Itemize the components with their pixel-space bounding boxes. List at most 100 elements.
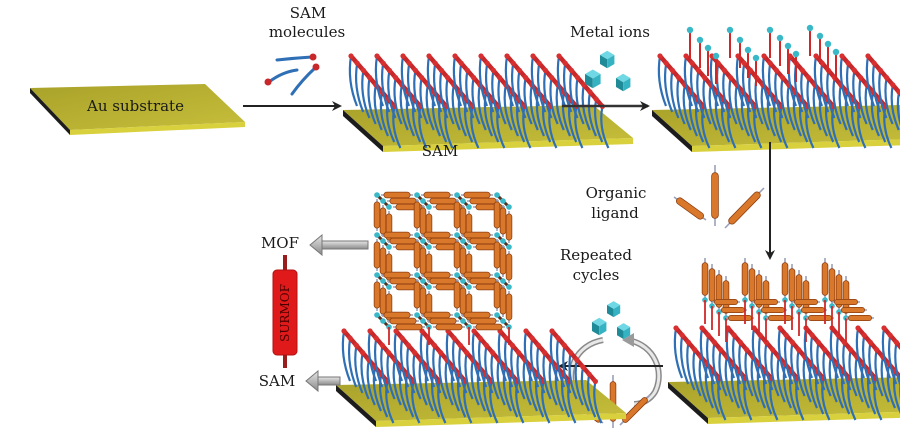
sam-chain <box>676 77 686 125</box>
sam-head <box>657 53 663 59</box>
sam-chain <box>779 106 789 149</box>
sam-chain <box>568 352 578 400</box>
sam-head <box>503 335 509 341</box>
sam-chain <box>864 84 874 131</box>
sam-chain <box>515 381 525 424</box>
sam-chain <box>692 349 702 397</box>
sam-chain <box>497 77 507 125</box>
sam-head <box>509 342 515 348</box>
substrate-front <box>376 413 626 427</box>
sam-row <box>393 328 447 424</box>
metal-ion-cube <box>600 50 615 69</box>
sam-head <box>777 325 783 331</box>
mof-metal-node <box>420 278 426 284</box>
mof-metal-node <box>420 238 426 244</box>
sam-head <box>822 347 828 353</box>
sam-row <box>549 328 603 424</box>
sam-chain <box>587 91 598 137</box>
sam-head <box>478 53 484 59</box>
sam-chain <box>536 63 547 113</box>
sam-chain <box>844 91 855 137</box>
sam-chain <box>489 98 500 143</box>
sam-chain <box>728 77 738 125</box>
metal-ion-node <box>686 26 694 34</box>
sam-chain <box>796 349 806 397</box>
ligand-body <box>676 198 704 219</box>
sam-chain <box>503 338 514 388</box>
sam-row <box>829 325 883 421</box>
sam-chain <box>679 335 690 385</box>
sam-chain <box>774 70 784 119</box>
sam-chain <box>772 98 783 143</box>
sam-chain <box>484 345 494 394</box>
mof-metal-node <box>506 284 512 290</box>
sam-head <box>568 350 574 356</box>
sam-chain <box>491 70 501 119</box>
sam-head <box>367 328 373 334</box>
hollow-arrow-sam <box>305 369 341 393</box>
sam-chain <box>555 84 565 131</box>
sam-chain <box>385 98 396 143</box>
sam-chain <box>720 98 731 143</box>
sam-chain <box>465 70 475 119</box>
metal-ion-node <box>696 36 704 44</box>
sam-head <box>405 342 411 348</box>
mof-metal-node <box>454 232 460 238</box>
sam-chain <box>575 77 585 125</box>
sam-row <box>881 325 900 387</box>
sam-head <box>893 339 900 345</box>
sam-chain <box>528 366 539 412</box>
sam-head <box>464 67 470 73</box>
sam-head <box>783 332 789 338</box>
sam-chain <box>826 70 836 119</box>
sam-head <box>761 53 767 59</box>
sam-head <box>464 350 470 356</box>
sam-chain <box>821 378 831 421</box>
sam-chain <box>516 352 526 400</box>
sam-chain <box>894 342 900 387</box>
sam-head <box>490 350 496 356</box>
sam-chain <box>688 91 699 137</box>
sam-chain <box>722 70 732 119</box>
sam-chain <box>715 63 726 113</box>
ligand-rod <box>724 187 765 229</box>
sam-chain <box>548 359 558 406</box>
sam-chain <box>870 91 881 137</box>
sam-chain <box>790 342 800 391</box>
sam-row <box>673 325 727 421</box>
sam-head <box>516 67 523 73</box>
metal-ion-node <box>766 26 774 34</box>
sam-chain <box>562 63 573 113</box>
sam-chain <box>399 338 410 388</box>
substrate-edge <box>30 88 70 135</box>
mof-metal-node <box>460 278 466 284</box>
sam-head <box>529 335 535 341</box>
sam-chain <box>367 77 377 125</box>
sam-chain <box>751 327 762 379</box>
mof-metal-node <box>426 244 432 250</box>
sam-head <box>896 89 900 95</box>
sam-chain <box>510 345 520 394</box>
sam-chain <box>418 106 428 149</box>
ligand-body <box>622 397 648 423</box>
sam-head <box>685 339 692 345</box>
sam-head <box>549 328 555 334</box>
mof-metal-node <box>494 232 500 238</box>
ligand-body <box>729 192 760 224</box>
sam-chain <box>399 84 409 131</box>
sam-chain <box>686 342 696 391</box>
sam-head <box>767 60 773 66</box>
sam-chain <box>373 338 384 388</box>
sam-chain <box>593 98 604 143</box>
sam-head <box>815 339 822 345</box>
sam-head <box>438 67 444 73</box>
mof-metal-node <box>500 238 506 244</box>
sam-head <box>341 328 347 334</box>
sam-chain <box>808 363 819 409</box>
sam-chain <box>567 381 577 424</box>
sam-chain <box>445 77 455 125</box>
sam-head <box>490 67 496 73</box>
sam-chain <box>470 359 480 406</box>
sam-head <box>676 75 682 81</box>
sam-chain <box>348 55 359 107</box>
